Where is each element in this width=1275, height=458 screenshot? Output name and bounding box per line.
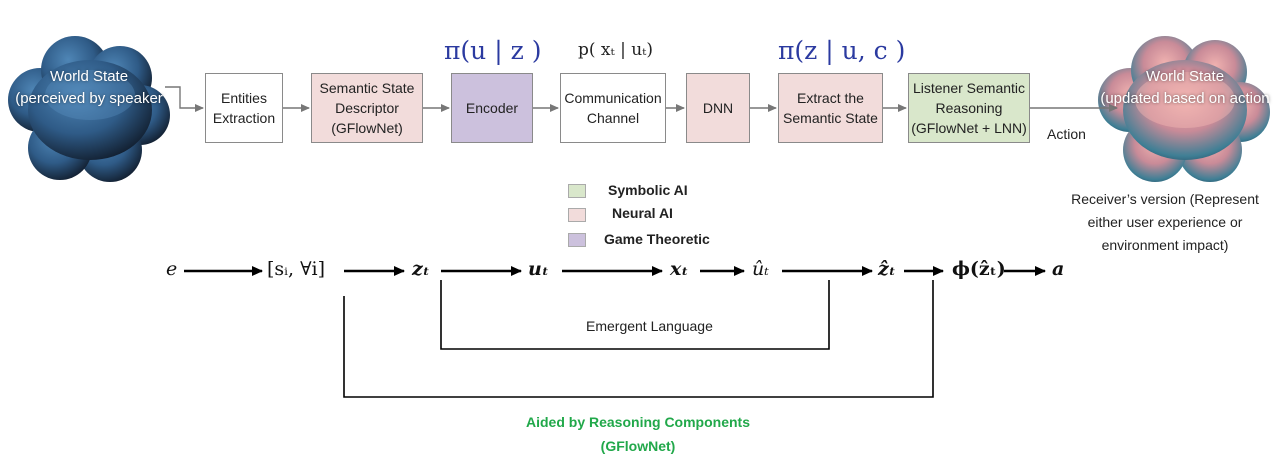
speaker-world-state-label: World State (perceived by speaker	[15, 68, 163, 107]
listener-policy-formula: π(z | u, c )	[778, 36, 906, 65]
variable-phi: ϕ(ẑₜ)	[952, 258, 1006, 280]
legend-label-symbolic: Symbolic AI	[608, 182, 688, 198]
legend-swatch-game-theoretic	[568, 233, 586, 247]
receiver-version-note: Receiver’s version (Represent either use…	[1071, 191, 1259, 253]
variable-e: e	[166, 258, 178, 280]
variable-z-hat-t: ẑₜ	[878, 258, 896, 280]
variable-s-set: [sᵢ, ∀i]	[267, 258, 326, 280]
legend-label-neural: Neural AI	[612, 205, 673, 221]
variable-u-t: uₜ	[528, 258, 549, 280]
legend-swatch-neural	[568, 208, 586, 222]
dnn-box: DNN	[686, 73, 750, 143]
speaker-cloud-shape	[8, 36, 170, 182]
aided-by-reasoning-label: Aided by Reasoning Components (GFlowNet)	[525, 414, 750, 454]
variable-a: a	[1052, 258, 1065, 280]
bracket-lines	[343, 280, 934, 398]
variable-x-t: xₜ	[670, 258, 689, 280]
encoder-box: Encoder	[451, 73, 533, 143]
semantic-state-descriptor-box: Semantic State Descriptor (GFlowNet)	[311, 73, 423, 143]
receiver-world-state-label: World State (updated based on action	[1100, 68, 1270, 107]
extract-semantic-state-box: Extract the Semantic State	[778, 73, 883, 143]
variable-z-t: zₜ	[412, 258, 430, 280]
channel-likelihood-formula: p( xₜ | uₜ)	[578, 40, 654, 60]
legend-swatch-symbolic	[568, 184, 586, 198]
action-label: Action	[1047, 126, 1086, 142]
encoder-policy-formula: π(u | z )	[444, 36, 542, 65]
listener-semantic-reasoning-box: Listener Semantic Reasoning (GFlowNet + …	[908, 73, 1030, 143]
entities-extraction-box: Entities Extraction	[205, 73, 283, 143]
communication-channel-box: Communication Channel	[560, 73, 666, 143]
variable-u-hat-t: ûₜ	[752, 258, 769, 280]
pipeline-connectors	[165, 86, 1118, 112]
emergent-language-label: Emergent Language	[586, 318, 713, 334]
receiver-cloud-shape	[1098, 36, 1270, 182]
legend-label-game-theoretic: Game Theoretic	[604, 231, 710, 247]
